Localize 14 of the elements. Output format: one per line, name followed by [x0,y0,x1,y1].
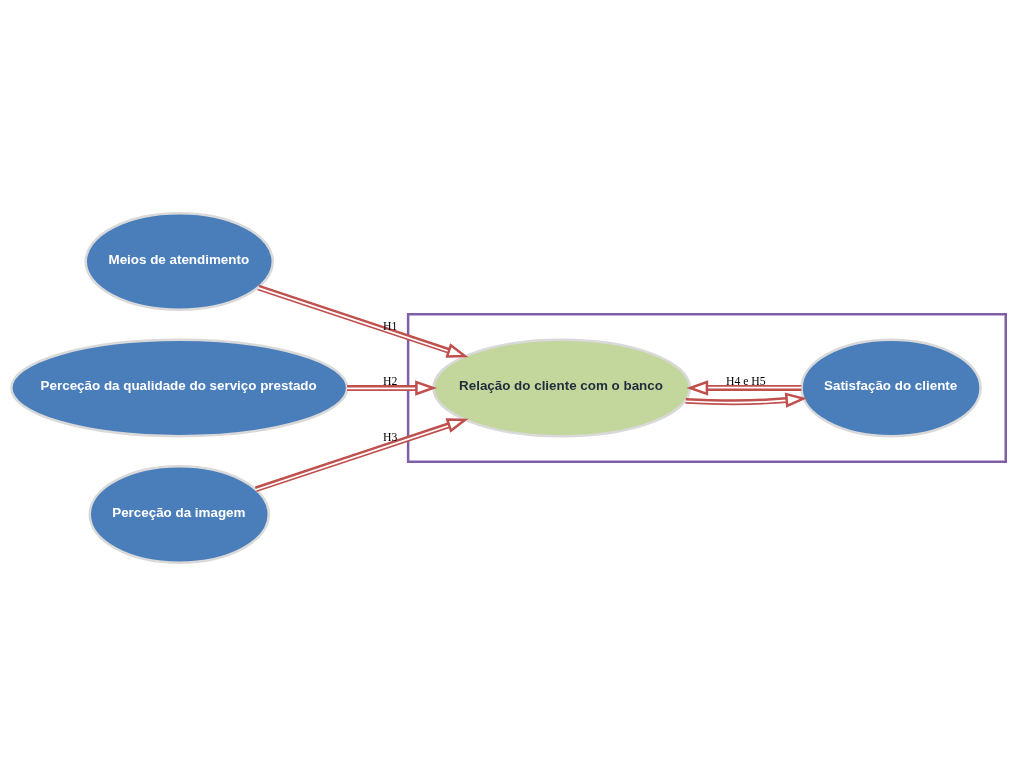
arrow [685,392,808,408]
arrow [257,284,469,358]
node-ellipse: Satisfação do cliente [800,338,982,438]
cluster [406,313,1007,463]
node-ellipse: Perceção da imagem [88,465,270,564]
node-ellipse: Meios de atendimento [84,212,275,311]
arrow [254,418,469,493]
arrow [686,380,802,396]
edge-label: H3 [382,430,398,444]
node-ellipse: Perceção da qualidade do serviço prestado [10,338,349,438]
edge-label: H2 [382,374,398,388]
arrow [347,380,437,396]
edge-label: H4 e H5 [725,374,766,388]
node-ellipse: Relação do cliente com o banco [432,338,692,438]
